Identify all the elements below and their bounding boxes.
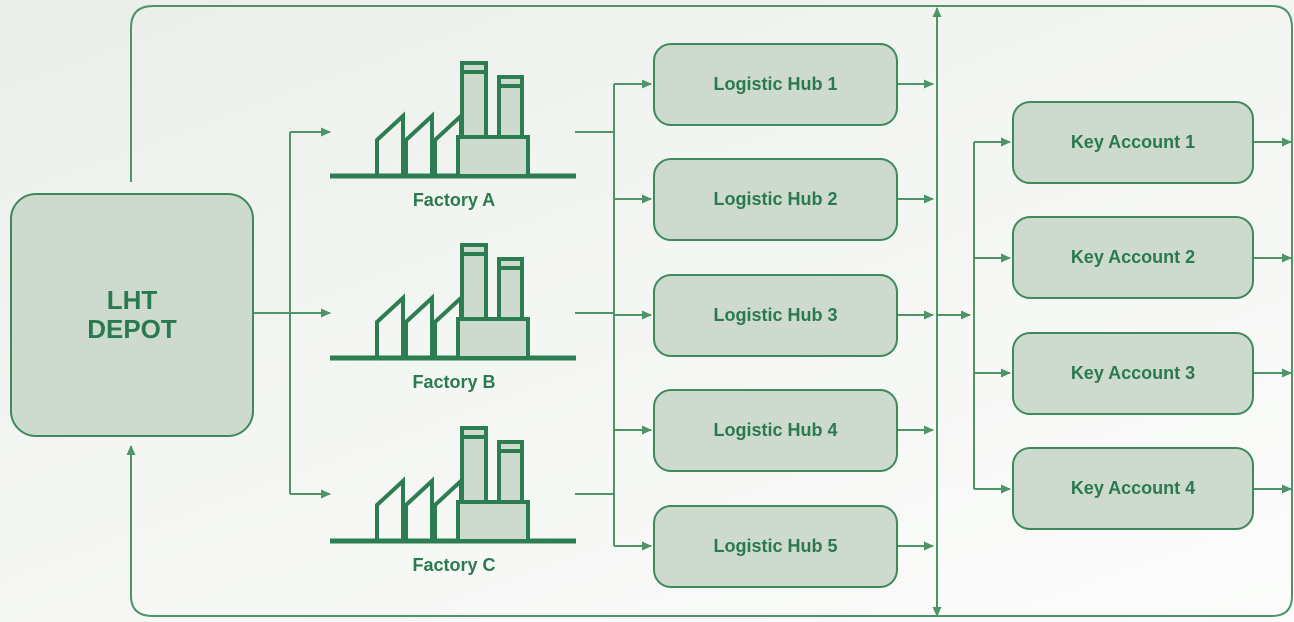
factory-a-label: Factory A xyxy=(412,190,496,210)
logistic-hub-2: Logistic Hub 2 xyxy=(653,158,898,241)
depot-label-line1: LHT xyxy=(106,285,158,316)
factory-b-label: Factory B xyxy=(412,372,496,392)
logistic-hub-1: Logistic Hub 1 xyxy=(653,43,898,126)
depot-label-line2: DEPOT xyxy=(87,314,177,344)
key-account-2: Key Account 2 xyxy=(1012,216,1254,299)
factory-icon xyxy=(330,426,576,544)
logistic-hub-3: Logistic Hub 3 xyxy=(653,274,898,357)
factory-icon xyxy=(330,61,576,179)
factory-c-label: Factory C xyxy=(412,555,496,575)
logistic-hub-5: Logistic Hub 5 xyxy=(653,505,898,588)
key-account-3: Key Account 3 xyxy=(1012,332,1254,415)
factory-icon xyxy=(330,243,576,361)
lht-depot-node: LHT DEPOT xyxy=(10,193,254,437)
key-account-4: Key Account 4 xyxy=(1012,447,1254,530)
return-loop-top xyxy=(126,5,1293,617)
logistic-hub-4: Logistic Hub 4 xyxy=(653,389,898,472)
key-account-1: Key Account 1 xyxy=(1012,101,1254,184)
